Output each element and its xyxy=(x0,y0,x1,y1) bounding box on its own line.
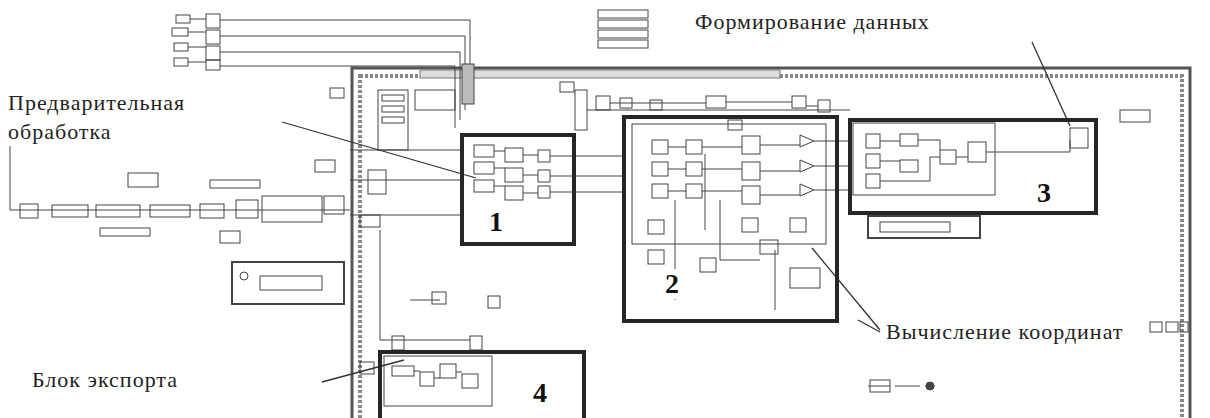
highlight-box: 4 xyxy=(378,350,586,418)
annotation-label: Формирование данных xyxy=(693,8,932,37)
highlight-box: 3 xyxy=(848,118,1098,215)
callout-number: 1 xyxy=(486,207,506,237)
annotation-label: Вычисление координат xyxy=(884,318,1125,347)
highlight-box: 1 xyxy=(460,133,576,246)
callout-number: 3 xyxy=(1034,178,1054,208)
annotation-label: Предварительная обработка xyxy=(6,89,275,146)
callout-number: 4 xyxy=(530,378,550,408)
highlight-box: 2 xyxy=(622,115,839,323)
annotation-label: Блок экспорта xyxy=(30,366,180,395)
callout-number: 2 xyxy=(662,269,682,299)
